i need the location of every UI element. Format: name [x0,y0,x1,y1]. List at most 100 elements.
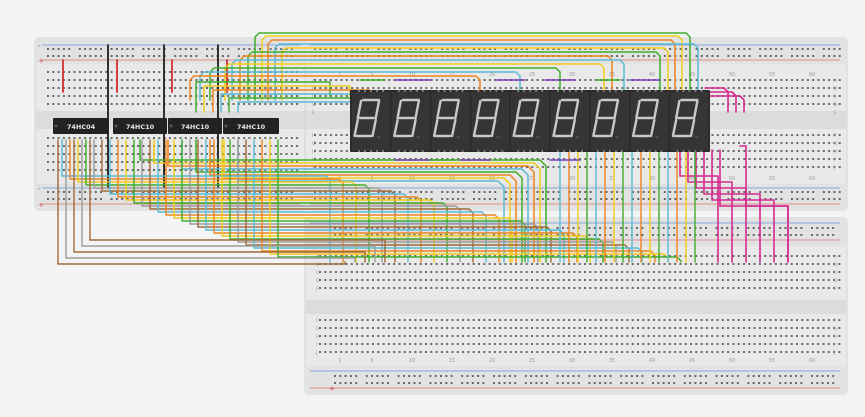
row-letter: J [833,165,835,171]
wire[interactable] [695,149,747,263]
wire[interactable] [687,149,733,263]
column-number-top: 40 [649,72,655,78]
wire[interactable] [229,139,604,263]
row-letter: E [316,286,319,292]
column-number-top: 55 [769,72,775,78]
row-letter: H [316,334,319,340]
wire[interactable] [704,95,745,113]
column-number-top: 45 [689,72,695,78]
column-number-top: 25 [529,72,535,78]
wire[interactable] [195,81,331,113]
wire[interactable] [704,87,729,113]
row-letter: D [312,102,316,108]
wire[interactable] [231,59,625,101]
rail-plus-symbol-bottom: + [329,385,335,393]
wire[interactable] [85,139,370,263]
rail-symbols: + - + - + [38,42,335,393]
column-number-bottom: 55 [769,358,775,364]
wire[interactable] [167,139,535,263]
row-letter: F [312,133,315,139]
chip-label: 74HC04 [67,123,96,131]
row-letter: D [834,102,838,108]
wire[interactable] [189,75,481,101]
seven-segment-display[interactable] [350,90,710,152]
wire[interactable] [703,149,761,263]
wire[interactable] [57,139,346,265]
wire[interactable] [73,139,366,263]
wire[interactable] [195,139,523,263]
row-letter: B [312,86,315,92]
column-number-bottom: 15 [449,358,455,364]
row-letter: G [834,326,838,332]
column-number-top-lower: 50 [729,176,735,182]
column-number-bottom: 20 [489,358,495,364]
wire[interactable] [739,145,789,263]
row-letter: D [316,278,320,284]
column-number-top: 5 [370,72,373,78]
wire[interactable] [253,139,643,263]
wire[interactable] [224,63,605,101]
wire[interactable] [199,71,521,101]
row-letter: F [834,133,837,139]
display-digit [352,90,390,152]
wire[interactable] [65,139,356,263]
wire[interactable] [89,139,386,263]
column-number-bottom: 30 [569,358,575,364]
display-digit [590,90,629,152]
wire[interactable] [239,55,613,101]
display-digit [511,90,550,152]
ic-chip-74hc10-3[interactable]: 74HC10 [223,118,279,134]
ic-chip-74hc04[interactable]: 74HC04 [53,118,109,134]
display-digit [630,90,669,152]
wire[interactable] [679,149,719,263]
ic-chip-74hc10-2[interactable]: 74HC10 [168,118,222,134]
row-letter: I [316,342,317,348]
column-number-top-lower: 45 [689,176,695,182]
column-number-bottom: 10 [409,358,415,364]
column-number-top-lower: 15 [449,176,455,182]
column-number-bottom: 60 [809,358,815,364]
rail-minus-symbol: - [38,42,41,50]
wire[interactable] [133,139,448,263]
wire[interactable] [109,139,409,263]
wire[interactable] [153,139,541,263]
wire[interactable] [267,39,676,101]
column-number-bottom: 45 [689,358,695,364]
wires [57,32,789,265]
column-number-top-lower: 60 [809,176,815,182]
column-number-top-lower: 20 [489,176,495,182]
chip-label: 74HC10 [126,123,155,131]
wire[interactable] [181,139,526,263]
column-number-top-lower: 40 [649,176,655,182]
row-letter: E [834,286,837,292]
wire[interactable] [139,139,547,263]
ic-chip-74hc10-1[interactable]: 74HC10 [113,118,167,134]
column-number-top-lower: 1 [338,176,341,182]
row-letter: A [834,254,838,260]
row-letter: C [834,270,837,276]
row-letter: H [834,149,837,155]
display-digit [391,90,430,152]
wire[interactable] [223,139,511,263]
row-letter: A [312,78,316,84]
display-digit [431,90,470,152]
display-digit [670,90,709,152]
wire[interactable] [261,35,683,101]
column-number-top-lower: 30 [569,176,575,182]
wire[interactable] [81,139,376,263]
wire[interactable] [254,32,691,101]
column-number-top: 30 [569,72,575,78]
row-letter: H [312,149,315,155]
chip-label: 74HC10 [237,123,266,131]
wire[interactable] [209,139,517,263]
wire[interactable] [157,139,487,263]
display-digit [471,90,510,152]
row-letter: J [315,350,317,356]
wire[interactable] [704,91,737,113]
chip-label: 74HC10 [181,123,210,131]
row-letter: J [833,350,835,356]
column-number-top: 50 [729,72,735,78]
column-number-top-lower: 10 [409,176,415,182]
wire[interactable] [61,139,331,263]
wire[interactable] [711,149,775,263]
